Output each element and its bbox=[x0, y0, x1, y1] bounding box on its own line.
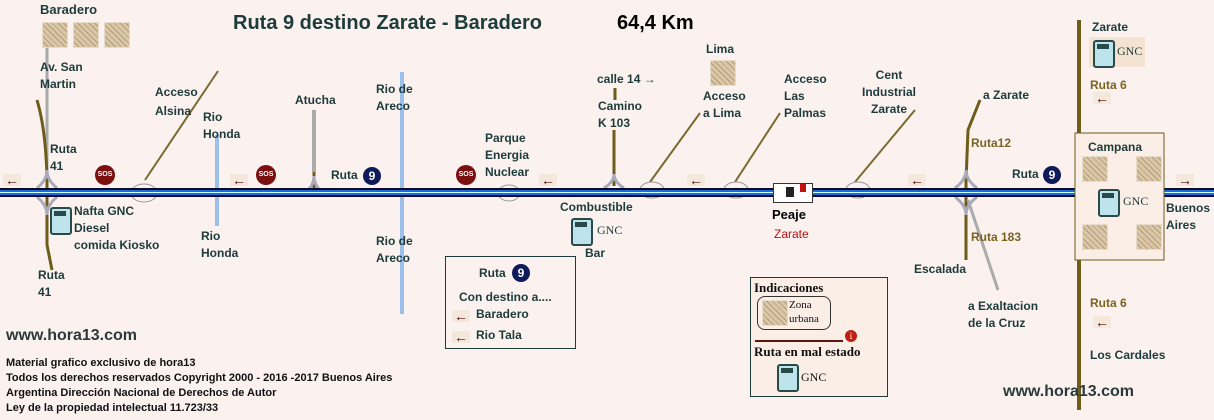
ruta41-label: Ruta 41 bbox=[38, 268, 65, 299]
sos-icon: SOS bbox=[256, 165, 276, 185]
destino-heading: Con destino a.... bbox=[459, 290, 552, 304]
arrow-left-icon: ← bbox=[230, 172, 248, 188]
acceso-lima-road bbox=[649, 112, 701, 183]
arrow-right-icon: → bbox=[1176, 172, 1194, 188]
ruta6-label: Ruta 6 bbox=[1090, 78, 1127, 92]
legend-urban-label: Zona urbana bbox=[789, 299, 819, 325]
fuel-pump-icon bbox=[1098, 189, 1120, 217]
page-title: Ruta 9 destino Zarate - Baradero bbox=[233, 12, 542, 34]
legend-urban: Zona urbana bbox=[757, 296, 831, 330]
acceso-lima-label: Acceso a Lima bbox=[703, 89, 746, 120]
copyright-line: Todos los derechos reservados Copyright … bbox=[6, 372, 393, 384]
calle14-label: calle 14 → bbox=[597, 72, 656, 86]
toll-booth-icon bbox=[773, 183, 813, 203]
buenos-aires-label: Buenos Aires bbox=[1166, 201, 1211, 232]
copyright-line: Argentina Dirección Nacional de Derechos… bbox=[6, 387, 277, 399]
lima-label: Lima bbox=[706, 42, 735, 56]
bar-label: Bar bbox=[585, 246, 606, 260]
destino-item: Baradero bbox=[476, 307, 529, 321]
ruta41-road bbox=[35, 99, 54, 271]
arrow-left-icon: ← bbox=[1093, 314, 1111, 330]
arrow-left-icon: ← bbox=[3, 172, 21, 188]
los-cardales-label: Los Cardales bbox=[1090, 348, 1166, 362]
bad-road-line bbox=[755, 340, 843, 342]
arrow-left-icon: ← bbox=[539, 172, 557, 188]
escalada-label: Escalada bbox=[914, 262, 967, 276]
acceso-alsina-road bbox=[144, 70, 219, 181]
sos-icon: SOS bbox=[456, 165, 476, 185]
urban-zone-icon bbox=[104, 22, 130, 48]
ruta41-label: Ruta 41 bbox=[50, 142, 77, 173]
site-link[interactable]: www.hora13.com bbox=[1003, 383, 1134, 400]
atucha-label: Atucha bbox=[295, 93, 336, 107]
gnc-label: GNC bbox=[597, 223, 623, 237]
fuel-pump-icon bbox=[50, 207, 72, 235]
urban-zone-icon bbox=[1136, 224, 1162, 250]
fuel-pump-icon bbox=[1093, 40, 1115, 68]
a-zarate-label: a Zarate bbox=[983, 88, 1030, 102]
urban-zone-icon bbox=[42, 22, 68, 48]
peaje-zarate-label: Zarate bbox=[774, 227, 809, 241]
urban-zone-icon bbox=[73, 22, 99, 48]
zarate-label: Zarate bbox=[1092, 20, 1129, 34]
fuel-pump-icon bbox=[571, 218, 593, 246]
acceso-palmas-label: Acceso Las Palmas bbox=[784, 72, 827, 120]
urban-zone-icon bbox=[1082, 156, 1108, 182]
info-icon: i bbox=[845, 330, 857, 342]
legend-gnc-label: GNC bbox=[801, 370, 827, 384]
arrow-left-icon: ← bbox=[452, 308, 470, 324]
gnc-label: GNC bbox=[1117, 44, 1143, 58]
arrow-left-icon: ← bbox=[908, 172, 926, 188]
exaltacion-label: a Exaltacion de la Cruz bbox=[968, 299, 1039, 330]
rio-honda-label: Rio Honda bbox=[201, 229, 239, 260]
destino-item: Rio Tala bbox=[476, 328, 522, 342]
parque-nuclear-label: Parque Energia Nuclear bbox=[485, 131, 530, 179]
destination-box: Ruta 9 Con destino a.... ← Baradero ← Ri… bbox=[445, 256, 576, 349]
sos-icon: SOS bbox=[95, 165, 115, 185]
combustible-label: Combustible bbox=[560, 200, 633, 214]
ruta183-label: Ruta 183 bbox=[971, 230, 1022, 244]
ruta6-label: Ruta 6 bbox=[1090, 296, 1127, 310]
bad-road-label: Ruta en mal estado bbox=[754, 344, 861, 359]
distance: 64,4 Km bbox=[617, 12, 694, 34]
legend-title: Indicaciones bbox=[754, 280, 824, 295]
destino-ruta-label: Ruta bbox=[479, 266, 506, 280]
services-label: Nafta GNC Diesel comida Kiosko bbox=[74, 204, 160, 252]
arrow-left-icon: ← bbox=[1093, 90, 1111, 106]
exaltacion-road bbox=[966, 199, 1000, 291]
site-link[interactable]: www.hora13.com bbox=[6, 327, 137, 344]
ruta12-road bbox=[964, 99, 982, 260]
arrow-left-icon: ← bbox=[687, 172, 705, 188]
urban-zone-icon bbox=[710, 60, 736, 86]
ruta9-shield: 9 bbox=[512, 264, 530, 282]
ruta12-label: Ruta12 bbox=[971, 136, 1012, 150]
ruta9-shield: 9 bbox=[1043, 166, 1061, 184]
urban-zone-icon bbox=[1082, 224, 1108, 250]
acceso-alsina-label: Acceso Alsina bbox=[155, 85, 198, 118]
fuel-pump-icon bbox=[777, 364, 799, 392]
acceso-palmas-road bbox=[734, 112, 781, 183]
cent-industrial-road bbox=[854, 109, 916, 183]
av-san-martin-label: Av. San Martin bbox=[40, 60, 83, 91]
gnc-label: GNC bbox=[1123, 194, 1149, 208]
rio-areco-label: Rio de Areco bbox=[376, 82, 413, 113]
baradero-label: Baradero bbox=[40, 2, 98, 17]
ruta9-shield: 9 bbox=[363, 167, 381, 185]
camino-k103-label: Camino K 103 bbox=[598, 99, 643, 130]
campana-label: Campana bbox=[1088, 140, 1143, 154]
cent-industrial-label: Cent Industrial Zarate bbox=[862, 68, 917, 116]
ruta9-label: Ruta bbox=[1012, 167, 1039, 181]
ruta9-label: Ruta bbox=[331, 168, 358, 182]
peaje-label: Peaje bbox=[772, 207, 806, 222]
legend-box: Indicaciones Zona urbana i Ruta en mal e… bbox=[750, 277, 888, 397]
rio-areco-label: Rio de Areco bbox=[376, 234, 413, 265]
urban-zone-icon bbox=[1136, 156, 1162, 182]
rio-honda-label: Rio Honda bbox=[203, 110, 241, 141]
arrow-left-icon: ← bbox=[452, 329, 470, 345]
copyright-line: Material grafico exclusivo de hora13 bbox=[6, 357, 196, 369]
copyright-line: Ley de la propiedad intelectual 11.723/3… bbox=[6, 402, 219, 414]
